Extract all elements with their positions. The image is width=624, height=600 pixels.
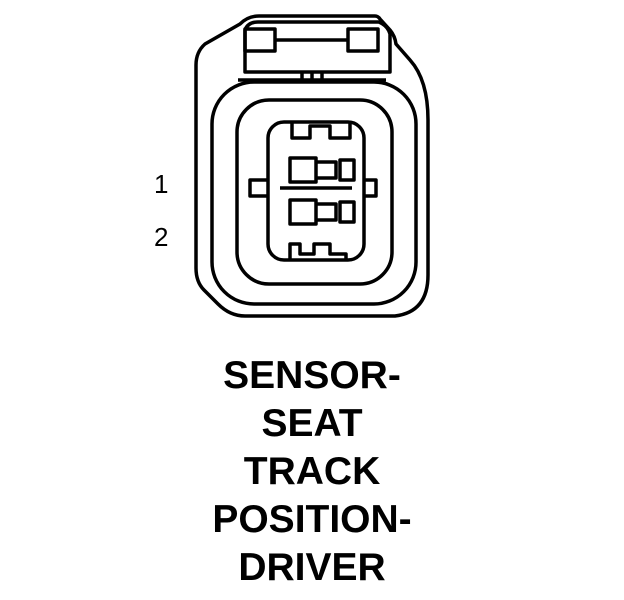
caption-line: POSITION- [212, 498, 412, 541]
connector-housing-outline [194, 14, 430, 318]
latch-notch-right [346, 27, 380, 53]
terminal-pin-2-latch [338, 200, 356, 224]
latch-notch-left [243, 27, 277, 53]
contact-fingers-bottom [288, 242, 348, 260]
caption-line: TRACK [243, 450, 381, 493]
latch-tab [243, 20, 392, 74]
caption-line: DRIVER [238, 546, 386, 589]
contact-fingers-top [290, 122, 352, 140]
pin-2-label: 2 [154, 222, 169, 252]
component-caption: SENSOR- SEAT TRACK POSITION- DRIVER [0, 352, 624, 592]
terminal-pin-1 [288, 156, 318, 184]
caption-line: SEAT [261, 402, 363, 445]
connector-inner-body [210, 80, 418, 306]
pin-1-label: 1 [154, 169, 169, 199]
terminal-cavity [266, 120, 366, 262]
side-key-left [248, 178, 268, 198]
terminal-pin-2 [288, 198, 318, 226]
side-key-right [364, 178, 378, 198]
caption-line: SENSOR- [223, 354, 401, 397]
connector-terminal-shroud [235, 98, 394, 286]
terminal-pin-2-clip [316, 202, 338, 222]
terminal-pin-1-latch [338, 158, 356, 182]
terminal-pin-1-clip [316, 160, 338, 180]
